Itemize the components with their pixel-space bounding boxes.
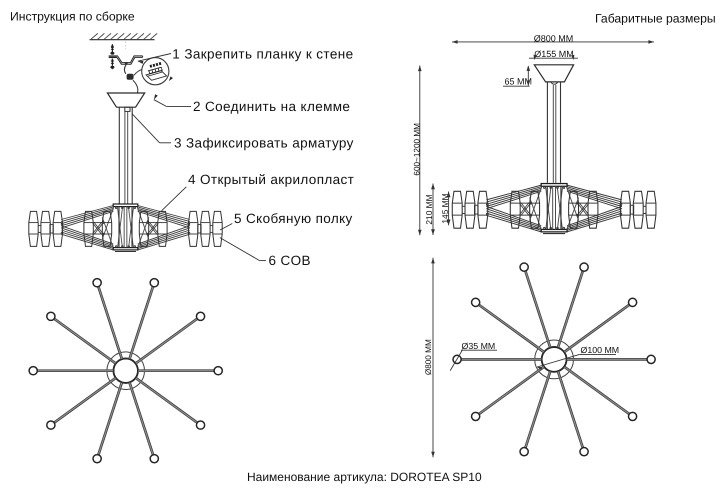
svg-text:Ø800 MM: Ø800 MM	[534, 33, 574, 43]
svg-text:4 Открытый акрилопласт: 4 Открытый акрилопласт	[188, 172, 354, 187]
svg-text:5 Скобяную полку: 5 Скобяную полку	[234, 211, 353, 226]
svg-text:Ø35 MM: Ø35 MM	[462, 341, 496, 351]
svg-text:Ø800 MM: Ø800 MM	[424, 339, 433, 375]
svg-text:1 Закрепить планку к стене: 1 Закрепить планку к стене	[172, 46, 353, 61]
svg-text:2 Соединить на клемме: 2 Соединить на клемме	[193, 99, 350, 114]
svg-text:Ø155 MM: Ø155 MM	[534, 49, 574, 59]
svg-text:Наименование артикула: DOROTEA: Наименование артикула: DOROTEA SP10	[247, 470, 482, 484]
svg-text:6 COB: 6 COB	[269, 253, 311, 268]
svg-text:Габаритные размеры: Габаритные размеры	[595, 12, 716, 26]
svg-text:145 MM: 145 MM	[440, 193, 450, 223]
svg-text:600~1200 MM: 600~1200 MM	[412, 123, 421, 176]
svg-text:3 Зафиксировать арматуру: 3 Зафиксировать арматуру	[174, 136, 354, 151]
svg-text:210 MM: 210 MM	[424, 194, 434, 224]
svg-text:Инструкция по сборке: Инструкция по сборке	[10, 9, 135, 23]
svg-text:Ø100 MM: Ø100 MM	[581, 345, 620, 355]
svg-text:65 MM: 65 MM	[505, 77, 533, 87]
